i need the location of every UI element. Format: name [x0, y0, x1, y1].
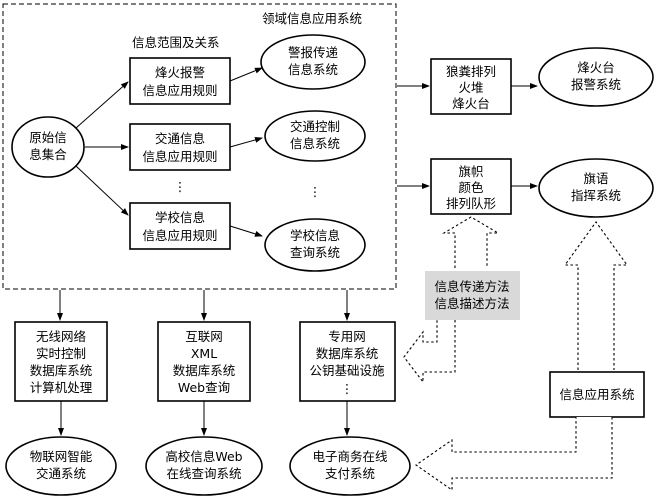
hollow-arrow-app-up: [563, 221, 629, 370]
private-4: ⋮: [341, 381, 354, 396]
domain-region-border: [2, 3, 397, 290]
private-1: 专用网: [328, 329, 366, 344]
rule-fire-2: 信息应用规则: [142, 83, 217, 98]
system-alarm-1: 警报传递: [288, 45, 339, 60]
systems-ellipsis: ⋮: [309, 184, 322, 199]
wireless-box: [14, 321, 108, 402]
internet-2: XML: [191, 346, 217, 361]
rule-traffic-2: 信息应用规则: [142, 149, 217, 164]
wireless-3: 数据库系统: [30, 363, 93, 378]
iot-ellipse: [5, 436, 117, 496]
hollow-arrow-app-ecommerce: [415, 417, 613, 492]
internet-1: 互联网: [185, 329, 223, 344]
internet-3: 数据库系统: [173, 363, 236, 378]
semaphore-1: 旗语: [583, 171, 608, 186]
system-ellipse-alarm: [260, 34, 366, 90]
rule-fire-1: 烽火报警: [155, 65, 205, 80]
private-box: [299, 321, 396, 402]
hollow-arrow-methods-private: [403, 320, 456, 384]
beacon-2: 报警系统: [571, 77, 621, 92]
system-traffic-2: 信息系统: [290, 136, 340, 151]
arrow-source-fire: [75, 81, 129, 129]
ecommerce-ellipse: [289, 436, 411, 496]
system-school-2: 查询系统: [290, 245, 340, 260]
arrow-traffic-system: [229, 137, 263, 148]
university-1: 高校信息Web: [165, 449, 242, 464]
internet-4: Web查询: [178, 380, 230, 395]
rule-box-fire: [129, 57, 231, 105]
wireless-1: 无线网络: [36, 329, 87, 344]
semaphore-2: 指挥系统: [571, 188, 621, 203]
iot-2: 交通系统: [36, 466, 86, 481]
system-school-1: 学校信息: [290, 228, 340, 243]
system-traffic-1: 交通控制: [290, 119, 340, 134]
flag-box: [430, 158, 512, 215]
rule-traffic-1: 交通信息: [155, 131, 205, 146]
private-2: 数据库系统: [316, 346, 379, 361]
methods-1: 信息传递方法: [434, 279, 509, 294]
hollow-arrow-methods-up: [441, 216, 501, 268]
methods-2: 信息描述方法: [434, 296, 509, 311]
source-ellipse: [11, 116, 85, 178]
rule-school-2: 信息应用规则: [142, 228, 217, 243]
flag-3: 排列队形: [446, 196, 497, 211]
wireless-2: 实时控制: [36, 346, 86, 361]
rules-ellipsis: ⋮: [174, 179, 187, 194]
methods-box: [425, 271, 520, 320]
source-label-2: 息集合: [29, 147, 67, 162]
university-ellipse: [145, 436, 263, 496]
region-title: 领域信息应用系统: [262, 11, 362, 26]
app-system-label: 信息应用系统: [559, 387, 634, 402]
university-2: 在线查询系统: [166, 466, 241, 481]
arrow-source-school: [75, 165, 129, 216]
arrow-fire-alarm: [229, 67, 263, 82]
rule-school-1: 学校信息: [155, 210, 205, 225]
ecommerce-1: 电子商务在线: [312, 449, 388, 464]
smoke-2: 火堆: [458, 80, 483, 95]
system-alarm-2: 信息系统: [288, 62, 338, 77]
beacon-1: 烽火台: [577, 60, 615, 75]
semaphore-ellipse: [538, 158, 654, 218]
smoke-box: [430, 58, 512, 115]
system-ellipse-school: [264, 218, 366, 272]
system-ellipse-traffic: [264, 110, 366, 162]
arrow-school-system: [229, 225, 263, 237]
flag-1: 旗帜: [458, 164, 483, 179]
region-subtitle: 信息范围及关系: [132, 35, 220, 50]
smoke-1: 狼粪排列: [446, 64, 496, 79]
rule-box-school: [129, 202, 231, 250]
smoke-3: 烽火台: [452, 96, 490, 111]
flag-2: 颜色: [458, 180, 484, 195]
app-system-box: [549, 371, 645, 418]
private-3: 公钥基础设施: [309, 363, 385, 378]
wireless-4: 计算机处理: [30, 380, 93, 395]
ecommerce-2: 支付系统: [325, 466, 375, 481]
iot-1: 物联网智能: [30, 449, 93, 464]
beacon-ellipse: [538, 47, 654, 107]
source-label-1: 原始信: [29, 130, 67, 145]
